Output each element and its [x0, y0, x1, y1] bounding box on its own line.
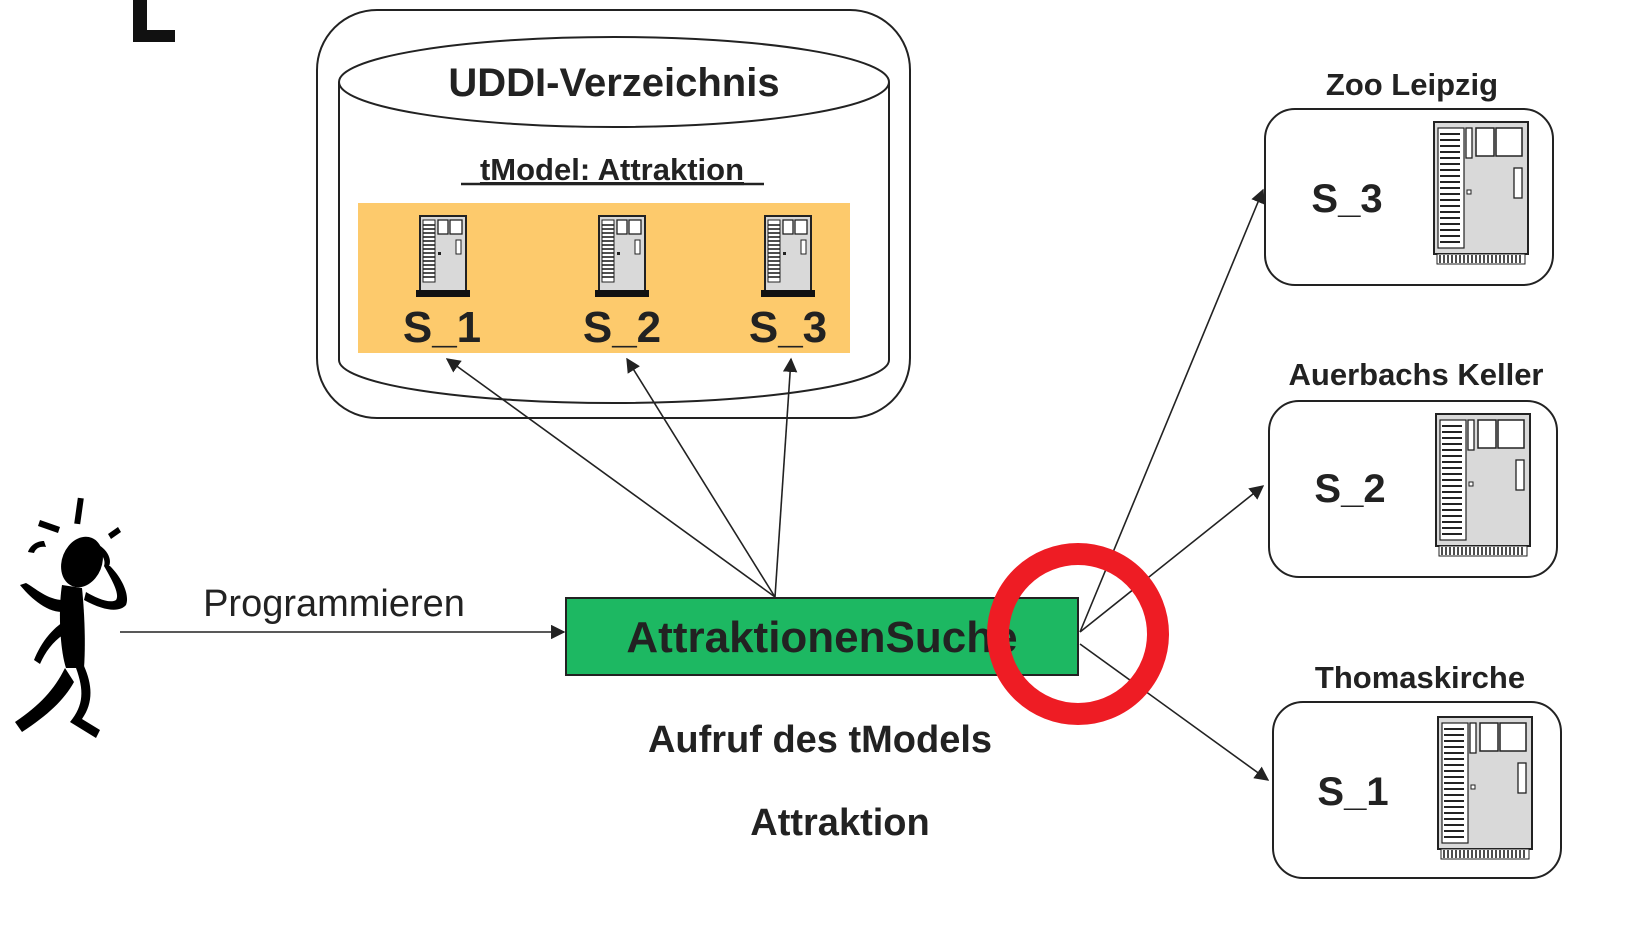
tmodel-label: tModel: Attraktion: [480, 152, 744, 187]
provider-service: S_2: [1314, 467, 1385, 511]
registry-service-s3: S_3: [749, 303, 827, 352]
invocation-arrows: [1079, 188, 1270, 781]
uddi-registry: UDDI-Verzeichnis tModel: Attraktion S_1 …: [316, 9, 911, 419]
programming-label: Programmieren: [203, 583, 465, 625]
lookup-arrows: [445, 357, 798, 598]
registry-server-icon: [760, 215, 816, 298]
provider-service: S_1: [1317, 770, 1388, 814]
arrow-to-auerbach: [1079, 485, 1265, 633]
provider-server-icon: [1437, 716, 1533, 860]
provider-server-icon: [1435, 413, 1531, 557]
highlight-circle: [987, 543, 1169, 725]
registry-service-s2: S_2: [583, 303, 661, 352]
registry-title: UDDI-Verzeichnis: [448, 61, 779, 105]
arrow-to-s2: [626, 357, 776, 598]
provider-auerbachs-keller: Auerbachs Keller S_2: [1268, 357, 1558, 578]
arrow-to-thomaskirche: [1079, 643, 1270, 781]
programmer-figure: [15, 497, 128, 738]
registry-server-icon: [594, 215, 650, 298]
provider-server-icon: [1433, 121, 1529, 265]
provider-name: Thomaskirche: [1315, 660, 1525, 695]
programming-arrow: Programmieren: [120, 583, 566, 640]
caption-line2: Attraktion: [750, 802, 929, 844]
provider-thomaskirche: Thomaskirche S_1: [1272, 660, 1562, 879]
provider-name: Auerbachs Keller: [1289, 357, 1544, 392]
registry-server-icon: [415, 215, 471, 298]
caption-line1: Aufruf des tModels: [648, 719, 992, 761]
corner-fragment: [133, 0, 175, 42]
provider-service: S_3: [1311, 177, 1382, 221]
client-label: AttraktionenSuche: [626, 613, 1017, 662]
provider-name: Zoo Leipzig: [1326, 67, 1498, 102]
arrow-to-s3: [774, 357, 798, 598]
registry-service-s1: S_1: [403, 303, 481, 352]
provider-zoo-leipzig: Zoo Leipzig S_3: [1264, 67, 1554, 286]
arrow-to-s1: [445, 358, 776, 598]
